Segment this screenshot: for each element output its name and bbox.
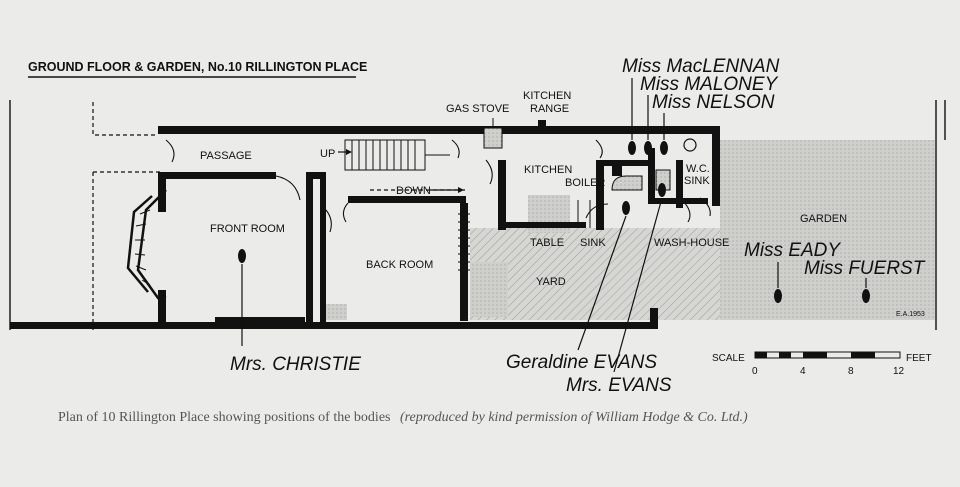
label-kitchen-range-2: RANGE — [530, 103, 569, 115]
walls — [10, 120, 720, 329]
down-arrowhead — [458, 187, 464, 193]
label-wc: W.C. — [686, 163, 710, 175]
staircase — [344, 139, 450, 171]
leader-lines — [241, 78, 867, 373]
yard-block — [470, 262, 508, 317]
label-garden: GARDEN — [800, 213, 847, 225]
label-up: UP — [320, 148, 335, 160]
label-wash-house: WASH-HOUSE — [654, 237, 729, 249]
scale-label: SCALE — [712, 353, 745, 364]
scale-tick-8: 8 — [848, 366, 854, 377]
label-eady: Miss EADY — [744, 240, 841, 261]
bay-window — [126, 189, 167, 300]
label-fuerst: Miss FUERST — [804, 258, 926, 279]
label-back-room: BACK ROOM — [366, 259, 433, 271]
label-table: TABLE — [530, 237, 564, 249]
label-passage: PASSAGE — [200, 150, 252, 162]
boundary-dashed — [92, 102, 465, 330]
body-marker-eady — [774, 289, 782, 303]
caption-main: Plan of 10 Rillington Place showing posi… — [58, 410, 391, 425]
label-down: DOWN — [396, 185, 431, 197]
garden-area — [720, 140, 935, 320]
scale-unit: FEET — [906, 353, 932, 364]
plan-title: GROUND FLOOR & GARDEN, No.10 RILLINGTON … — [28, 60, 367, 74]
label-kitchen: KITCHEN — [524, 164, 572, 176]
label-front-room: FRONT ROOM — [210, 223, 285, 235]
label-boiler: BOILER — [565, 177, 605, 189]
label-sink: SINK — [580, 237, 606, 249]
body-marker-mrs-evans — [658, 183, 666, 197]
figure-caption: Plan of 10 Rillington Place showing posi… — [58, 408, 748, 425]
scale-bar — [754, 351, 901, 359]
back-room-block — [325, 304, 347, 320]
label-maclennan: Miss MacLENNAN — [622, 56, 780, 77]
scale-tick-4: 4 — [800, 366, 806, 377]
body-marker-maclennan — [628, 141, 636, 155]
body-markers — [238, 141, 870, 303]
label-kitchen-range-1: KITCHEN — [523, 90, 571, 102]
label-artist-mark: E.A.1953 — [896, 311, 925, 318]
back-room-window — [458, 213, 470, 271]
label-wc-sink: SINK — [684, 175, 710, 187]
scale-tick-12: 12 — [893, 366, 905, 377]
door-swings — [165, 139, 711, 233]
body-marker-nelson — [660, 141, 668, 155]
body-marker-christie — [238, 249, 246, 263]
label-yard: YARD — [536, 276, 566, 288]
gas-stove-block — [483, 127, 503, 149]
scale-tick-0: 0 — [752, 366, 758, 377]
label-nelson: Miss NELSON — [652, 92, 775, 113]
bay-window-hatch — [134, 209, 151, 286]
label-gas-stove: GAS STOVE — [446, 103, 509, 115]
boiler-fixture — [611, 175, 643, 191]
up-arrowhead — [346, 149, 352, 155]
body-marker-maloney — [644, 141, 652, 155]
label-geraldine: Geraldine EVANS — [506, 352, 657, 373]
yard-area — [470, 228, 720, 320]
caption-note: (reproduced by kind permission of Willia… — [400, 410, 748, 425]
label-christie: Mrs. CHRISTIE — [230, 354, 361, 375]
wc-toilet — [683, 138, 697, 152]
label-maloney: Miss MALONEY — [640, 74, 779, 95]
body-marker-fuerst — [862, 289, 870, 303]
label-mrs-evans: Mrs. EVANS — [566, 375, 672, 396]
boundary-lines — [9, 100, 946, 330]
body-marker-geraldine — [622, 201, 630, 215]
